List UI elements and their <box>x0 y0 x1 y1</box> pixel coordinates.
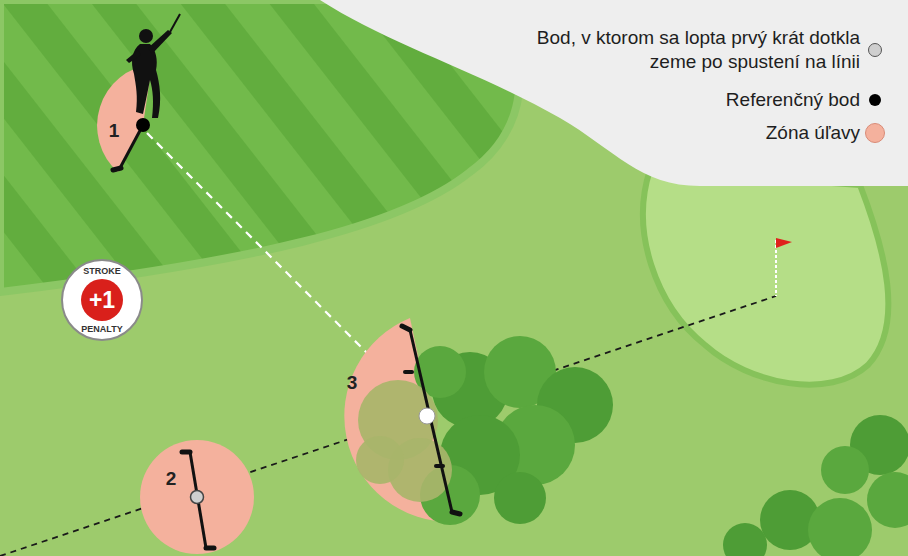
golfer-silhouette <box>126 14 180 118</box>
callout-number: 2 <box>166 468 177 490</box>
club-length-marker <box>120 125 143 168</box>
reference-point <box>136 118 150 132</box>
flag <box>776 238 792 248</box>
legend-swatch <box>869 94 881 106</box>
penalty-value: +1 <box>89 287 115 314</box>
golf-ball <box>419 408 435 424</box>
bushes <box>356 336 613 525</box>
trees <box>723 415 908 556</box>
badge-text: STROKE <box>83 266 121 276</box>
marker-end <box>452 512 460 514</box>
legend-swatch <box>868 43 882 57</box>
badge-text: PENALTY <box>81 324 122 334</box>
marker-end <box>402 326 410 330</box>
callout-number: 3 <box>347 372 358 394</box>
drop-point <box>191 491 204 504</box>
callout-number: 1 <box>109 120 120 142</box>
marker-end <box>206 546 214 551</box>
legend-swatch <box>865 123 885 143</box>
putting-green <box>643 170 888 385</box>
club-length-marker <box>190 452 206 548</box>
legend-panel <box>320 0 908 186</box>
marker-tick <box>436 464 443 468</box>
penalty-badge <box>62 260 142 340</box>
marker-tick <box>405 370 412 374</box>
flag-pole <box>775 240 777 296</box>
club-length-marker <box>410 330 452 512</box>
marker-end <box>182 450 190 455</box>
marker-end <box>113 168 121 170</box>
relief-zone <box>140 440 254 554</box>
penalty-disc <box>81 279 123 321</box>
legend-text: Bod, v ktorom sa lopta prvý krát dotkla … <box>490 26 860 74</box>
legend-text: Zóna úľavy <box>490 121 860 145</box>
legend-text: Referenčný bod <box>490 88 860 112</box>
